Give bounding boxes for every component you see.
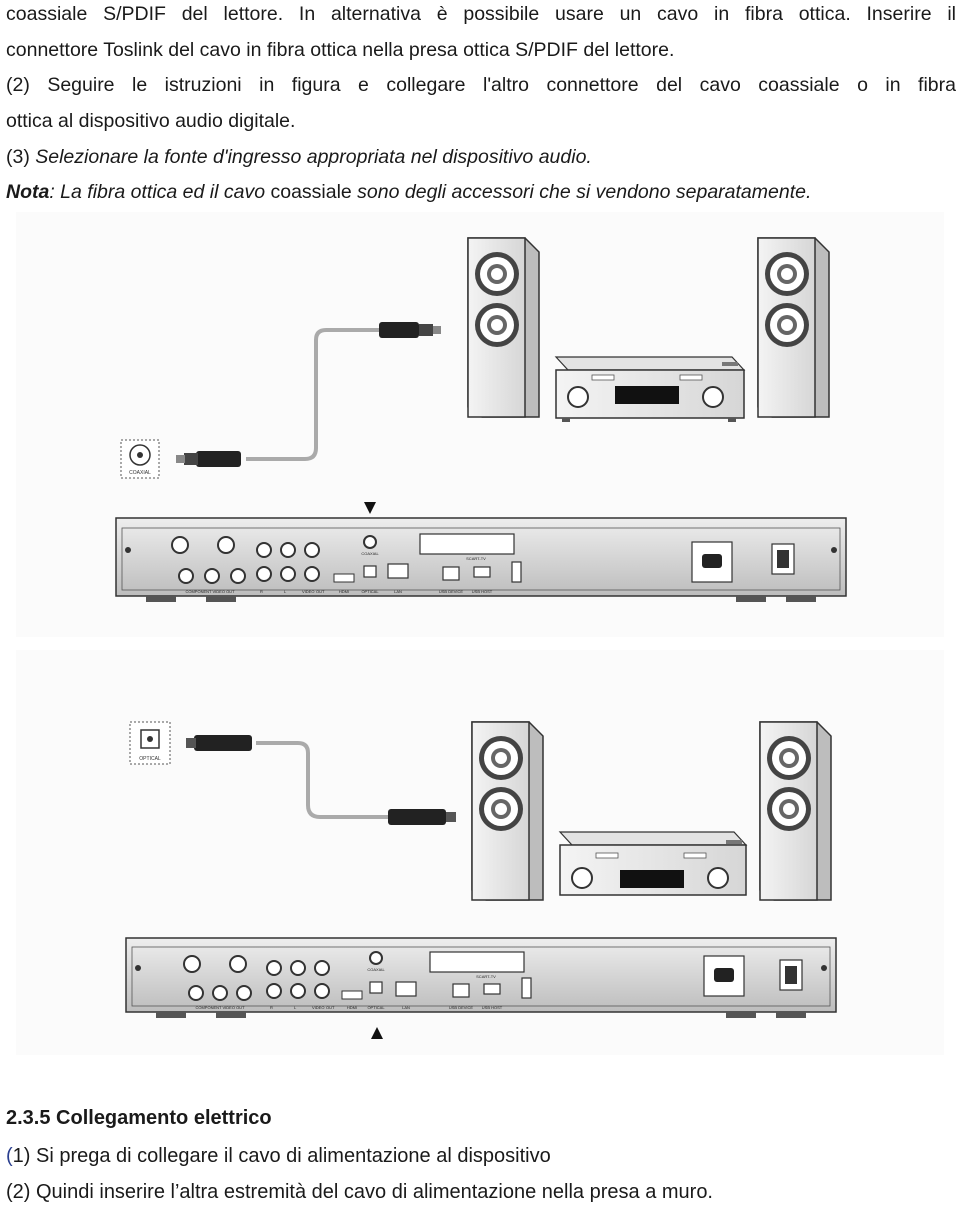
text-line-2: connettore Toslink del cavo in fibra ott… bbox=[6, 39, 675, 61]
player-rear-panel: COMPONENT VIDEO OUT R L VIDEO OUT HDMI C… bbox=[115, 517, 847, 602]
note: Nota: La fibra ottica ed il cavo coassia… bbox=[6, 174, 956, 210]
text-line-4: ottica al dispositivo audio digitale. bbox=[6, 110, 296, 132]
step-3: (3) Selezionare la fonte d'ingresso appr… bbox=[6, 139, 956, 175]
optical-jack-callout: OPTICAL bbox=[129, 721, 171, 765]
coaxial-connection-figure: COAXIAL COMPONENT VIDEO OUT R L VIDEO OU… bbox=[16, 212, 944, 637]
text-line-1: coassiale S/PDIF del lettore. In alterna… bbox=[6, 3, 956, 25]
step-1-text: 1) Si prega di collegare il cavo di alim… bbox=[12, 1145, 551, 1167]
optical-plug-top bbox=[186, 735, 252, 751]
section-step-1: (1) Si prega di collegare il cavo di ali… bbox=[6, 1138, 956, 1174]
left-speaker-2 bbox=[471, 721, 544, 901]
optical-connection-figure: OPTICAL COMPONENT VIDEO OUT R L VIDEO OU… bbox=[16, 650, 944, 1055]
optical-jack-label: OPTICAL bbox=[139, 756, 161, 762]
left-speaker bbox=[467, 237, 540, 418]
out-label: OUT bbox=[316, 589, 325, 594]
panel-coaxial-label-2: COAXIAL bbox=[367, 967, 385, 972]
panel-optical-label: OPTICAL bbox=[361, 589, 379, 594]
step-3-text: Selezionare la fonte d'ingresso appropri… bbox=[35, 146, 592, 168]
coaxial-jack-callout: COAXIAL bbox=[120, 439, 160, 479]
usb-host-label: USB HOST bbox=[472, 589, 493, 594]
step-3-number: (3) bbox=[6, 146, 36, 168]
audio-amplifier-2 bbox=[558, 831, 748, 896]
video-label: VIDEO bbox=[302, 589, 314, 594]
audio-amplifier bbox=[554, 356, 746, 422]
usb-device-label: USB DEVICE bbox=[439, 589, 464, 594]
optical-plug-bottom bbox=[388, 809, 456, 825]
usb-host-label-2: USB HOST bbox=[482, 1005, 503, 1010]
component-video-label: COMPONENT VIDEO OUT bbox=[185, 589, 235, 594]
section-step-2: (2) Quindi inserire l’altra estremità de… bbox=[6, 1181, 713, 1203]
audio-r-label-2: R bbox=[270, 1005, 273, 1010]
player-rear-panel-2: COMPONENT VIDEO OUT R L VIDEO OUT HDMI C… bbox=[125, 937, 837, 1018]
note-part-2: coassiale bbox=[270, 181, 352, 203]
panel-coaxial-label: COAXIAL bbox=[361, 551, 379, 556]
audio-r-label: R bbox=[260, 589, 263, 594]
component-video-label-2: COMPONENT VIDEO OUT bbox=[195, 1005, 245, 1010]
audio-l-label: L bbox=[284, 589, 287, 594]
hdmi-label-2: HDMI bbox=[347, 1005, 357, 1010]
coaxial-plug-bottom bbox=[176, 451, 241, 467]
right-speaker-2 bbox=[759, 721, 832, 901]
arrow-up-icon bbox=[371, 1027, 383, 1039]
scart-label: SCART-TV bbox=[466, 556, 486, 561]
note-part-1: : La fibra ottica ed il cavo bbox=[49, 181, 271, 203]
coaxial-jack-label: COAXIAL bbox=[129, 470, 151, 476]
coaxial-plug-top bbox=[379, 322, 441, 338]
note-label: Nota bbox=[6, 181, 50, 203]
note-part-3: sono degli accessori che si vendono sepa… bbox=[351, 181, 812, 203]
audio-l-label-2: L bbox=[294, 1005, 297, 1010]
lan-label-2: LAN bbox=[402, 1005, 410, 1010]
section-heading: 2.3.5 Collegamento elettrico bbox=[6, 1107, 272, 1129]
text-line-3: (2) Seguire le istruzioni in figura e co… bbox=[6, 74, 956, 96]
right-speaker bbox=[757, 237, 830, 418]
scart-label-2: SCART-TV bbox=[476, 974, 496, 979]
out-label-2: OUT bbox=[326, 1005, 335, 1010]
video-label-2: VIDEO bbox=[312, 1005, 324, 1010]
panel-optical-label-2: OPTICAL bbox=[367, 1005, 385, 1010]
usb-device-label-2: USB DEVICE bbox=[449, 1005, 474, 1010]
step-1-open-paren: ( bbox=[6, 1145, 13, 1167]
lan-label: LAN bbox=[394, 589, 402, 594]
arrow-down-icon bbox=[364, 502, 376, 514]
hdmi-label: HDMI bbox=[339, 589, 349, 594]
